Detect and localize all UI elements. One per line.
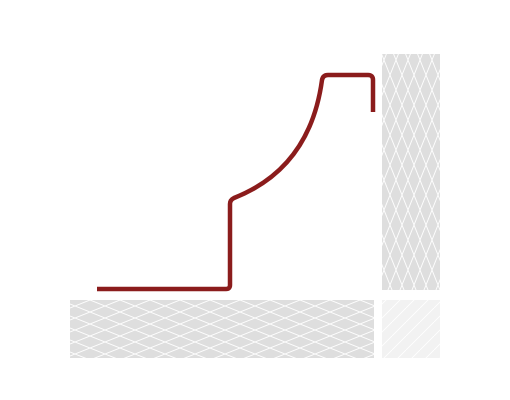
molding-profile [97,72,376,292]
hatched-corner [382,300,440,358]
hatched-wall [382,54,440,290]
hatched-floor [70,300,374,358]
